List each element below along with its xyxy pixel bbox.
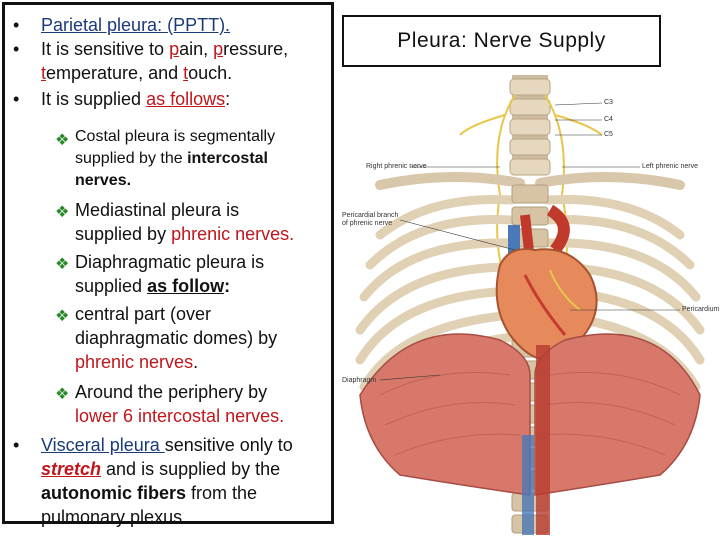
label-pericardial-branch-2: of phrenic nerve: [342, 220, 393, 227]
diamond-bullet-icon: ❖: [55, 256, 70, 273]
label-diaphragm: Diaphragm: [342, 377, 377, 384]
label-c5: C5: [604, 131, 613, 138]
central-part-text: central part (over diaphragmatic domes) …: [75, 304, 278, 372]
text-panel: • Parietal pleura: (PPTT). • It is sensi…: [2, 2, 334, 527]
diamond-bullet-icon: ❖: [55, 308, 70, 325]
periphery-text: Around the periphery by lower 6 intercos…: [75, 382, 285, 426]
mediastinal-pleura-text: Mediastinal pleura is supplied by phreni…: [75, 200, 295, 244]
bullet-dot: •: [13, 39, 20, 59]
costal-pleura-text: Costal pleura is segmentally supplied by…: [75, 128, 276, 189]
supplied-line: It is supplied as follows:: [41, 89, 231, 109]
label-pericardium: Pericardium: [682, 306, 720, 313]
sensitivity-line-2: temperature, and touch.: [41, 63, 233, 83]
sensitivity-line: It is sensitive to pain, pressure,: [41, 39, 289, 59]
parietal-pleura-heading: Parietal pleura: (PPTT).: [41, 15, 231, 35]
diamond-bullet-icon: ❖: [55, 204, 70, 221]
label-c4: C4: [604, 116, 613, 123]
thorax-illustration: [355, 75, 705, 535]
label-c3: C3: [604, 99, 613, 106]
slide-title: Pleura: Nerve Supply: [342, 15, 661, 67]
bullet-dot: •: [13, 435, 20, 455]
bullet-dot: •: [13, 89, 20, 109]
label-right-phrenic: Right phrenic nerve: [366, 163, 427, 170]
diaphragmatic-pleura-text: Diaphragmatic pleura is supplied as foll…: [75, 252, 265, 296]
anatomy-figure: C3 C4 C5 Right phrenic nerve Left phreni…: [340, 75, 720, 540]
label-left-phrenic: Left phrenic nerve: [642, 163, 699, 170]
label-pericardial-branch: Pericardial branch: [342, 212, 399, 219]
diamond-bullet-icon: ❖: [55, 386, 70, 403]
bullet-dot: •: [13, 15, 20, 35]
diamond-bullet-icon: ❖: [55, 132, 70, 149]
visceral-pleura-text: Visceral pleura sensitive only to stretc…: [41, 435, 293, 527]
